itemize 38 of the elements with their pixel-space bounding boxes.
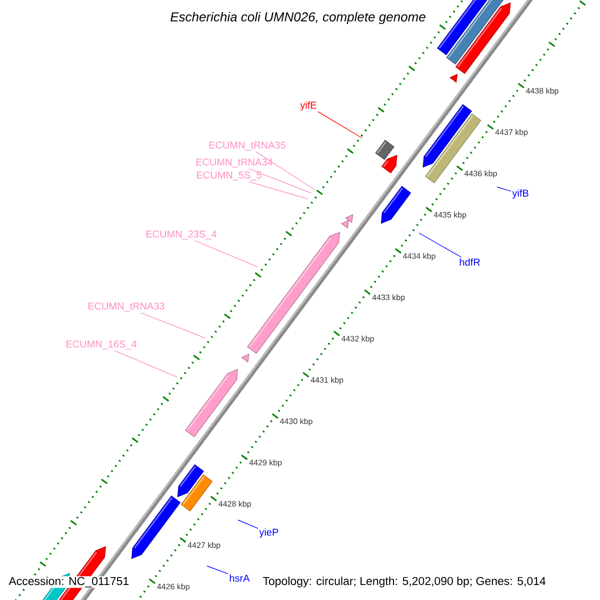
leader-line <box>140 312 206 338</box>
tick-label: 4434 kbp <box>402 252 436 261</box>
leader-line <box>206 566 228 574</box>
tick-label: 4430 kbp <box>279 418 314 426</box>
gene-label: hsrA <box>230 574 250 582</box>
gene-label: yifE <box>300 101 316 111</box>
title: Escherichia coli UMN026, complete genome <box>170 12 426 24</box>
gene-label: ECUMN_23S_4 <box>146 230 216 240</box>
leader-line <box>418 232 462 258</box>
tick-label: 4437 kbp <box>494 128 529 138</box>
leader-line <box>238 520 258 529</box>
gene-label: ECUMN_tRNA33 <box>88 302 164 312</box>
gene-label: ECUMN_16S_4 <box>66 340 136 350</box>
tick-label: 4429 kbp <box>248 459 283 468</box>
leader-line <box>248 168 312 194</box>
leader-line <box>114 350 178 378</box>
tick-label: 4435 kbp <box>433 211 468 220</box>
tick-label: 4438 kbp <box>525 87 560 96</box>
tick-label: 4428 kbp <box>218 500 252 509</box>
accession-text: Accession: NC_011751 <box>8 576 130 588</box>
tick-label: 4432 kbp <box>340 335 375 344</box>
tick-label: 4431 kbp <box>310 376 344 385</box>
gene-label: ECUMN_tRNA34 <box>196 158 272 168</box>
leader-line <box>318 111 362 138</box>
tick-label: 4433 kbp <box>372 294 406 302</box>
gene-label: yieP <box>259 528 278 538</box>
tick-label: 4427 kbp <box>187 542 222 550</box>
gene-label: ECUMN_tRNA35 <box>209 142 286 150</box>
gene-label: yifB <box>512 189 528 199</box>
leader-line <box>194 240 258 268</box>
tick-label: 4426 kbp <box>156 583 190 592</box>
genome-info-text: Topology: circular; Length: 5,202,090 bp; Genes: 5,014 <box>262 576 546 588</box>
leader-line <box>256 151 316 190</box>
tick-label: 4436 kbp <box>464 170 498 178</box>
leader-line <box>496 186 512 192</box>
leader-line <box>248 181 308 200</box>
gene-label: ECUMN_5S_5 <box>197 172 262 180</box>
gene-label: hdfR <box>460 258 480 266</box>
